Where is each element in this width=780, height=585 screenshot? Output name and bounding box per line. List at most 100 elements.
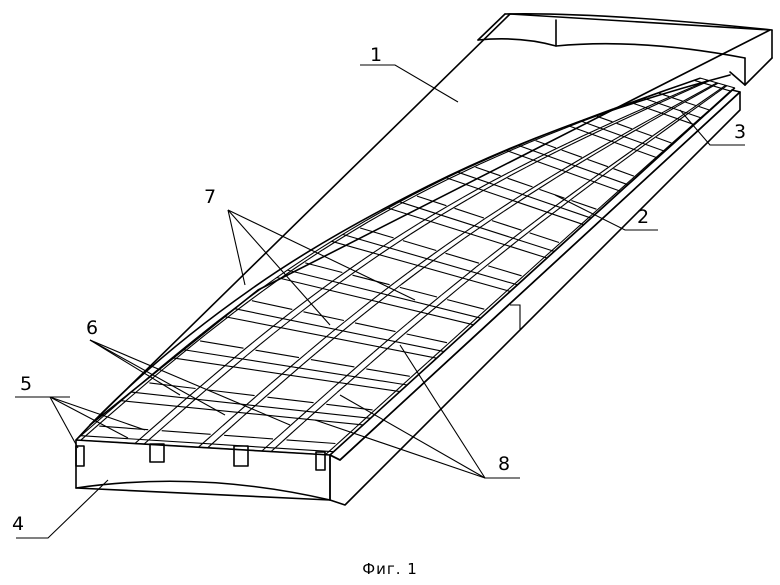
grid-rib: [244, 289, 260, 302]
grid-rib: [689, 101, 702, 111]
grid-rib: [526, 158, 542, 168]
grid-rib: [662, 142, 674, 153]
grid-rib: [693, 79, 732, 92]
grid-rib: [701, 93, 714, 103]
grid-rib: [420, 362, 432, 373]
grid-rib: [567, 135, 584, 144]
grid-rib: [329, 445, 341, 456]
grid-rib: [306, 400, 318, 412]
grid-rib: [582, 152, 597, 162]
grid-rib: [529, 134, 547, 143]
grid-rib: [447, 334, 459, 345]
grid-rib: [684, 124, 695, 135]
grid-rib: [608, 161, 622, 172]
grid-rib: [158, 356, 174, 369]
grid-rib: [219, 311, 235, 324]
grid-rib: [678, 87, 695, 96]
grid-rib: [201, 322, 217, 335]
grid-rib: [580, 115, 598, 123]
grid-rib: [529, 185, 544, 195]
grid-rib: [649, 113, 664, 123]
grid-rib: [714, 85, 728, 95]
grid-rib: [337, 230, 354, 241]
grid-rib: [674, 97, 690, 107]
grid-rib: [416, 195, 447, 207]
grid-rib: [658, 92, 670, 98]
grid-rib: [430, 353, 442, 364]
grid-rib: [643, 136, 657, 146]
grid-rib: [521, 157, 538, 167]
grid-rib: [641, 160, 653, 171]
grid-rib: [177, 345, 192, 358]
grid-rib: [131, 391, 371, 419]
grid-rib: [600, 196, 612, 207]
grid-rib: [481, 259, 495, 270]
grid-rib: [339, 436, 351, 447]
grid-rib: [336, 382, 349, 394]
grid-rib: [551, 167, 566, 177]
grid-rib: [198, 436, 211, 448]
grid-rib: [361, 351, 374, 363]
grid-rib: [518, 144, 629, 186]
grid-rib: [163, 356, 178, 370]
rib-notch: [149, 443, 165, 463]
label-4: 4: [12, 513, 24, 535]
grid-rib: [286, 439, 336, 445]
grid-rib: [529, 260, 541, 272]
grid-rib: [367, 212, 385, 223]
grid-rib: [273, 322, 288, 334]
grid-rib: [452, 199, 468, 209]
grid-rib: [633, 170, 645, 181]
grid-rib: [331, 321, 345, 333]
grid-rib: [344, 311, 358, 323]
grid-rib: [282, 362, 296, 374]
grid-rib: [503, 202, 517, 213]
grid-rib: [493, 250, 506, 261]
grid-rib: [325, 445, 336, 456]
grid-rib: [360, 417, 371, 428]
grid-rib: [647, 112, 662, 122]
grid-rib: [619, 128, 634, 137]
grid-rib: [507, 177, 533, 188]
grid-rib: [314, 401, 327, 413]
grid-rib: [414, 315, 427, 326]
grid-rib: [488, 265, 522, 277]
grid-rib: [220, 365, 235, 378]
grid-rib: [248, 290, 264, 302]
grid-rib: [349, 220, 366, 231]
grid-rib: [287, 269, 482, 319]
grid-rib: [601, 122, 618, 131]
grid-rib: [224, 434, 274, 440]
grid-rib: [131, 379, 146, 393]
grid-rib: [173, 397, 188, 410]
grid-rib: [593, 169, 606, 179]
grid-rib: [616, 115, 633, 124]
label-7: 7: [204, 186, 216, 208]
grid-rib: [522, 221, 535, 232]
grid-rib: [653, 151, 665, 162]
grid-rib: [518, 270, 530, 281]
grid-rib: [416, 362, 428, 373]
label-1: 1: [370, 44, 382, 66]
grid-rib: [121, 392, 137, 405]
grid-rib: [475, 257, 489, 268]
grid-rib: [573, 187, 587, 198]
grid-rib: [234, 404, 247, 416]
grid-rib: [488, 297, 500, 308]
grid-rib: [441, 344, 452, 355]
grid-rib: [294, 352, 308, 364]
grid-rib: [347, 372, 360, 384]
grid-rib: [445, 252, 480, 264]
grid-rib: [387, 207, 548, 259]
grid-rib: [172, 344, 188, 358]
grid-rib: [527, 134, 546, 143]
grid-rib: [647, 100, 664, 109]
grid-rib: [431, 179, 448, 188]
grid-rib: [616, 152, 630, 162]
grid-rib: [572, 225, 584, 236]
grid-rib: [655, 127, 669, 138]
grid-rib: [400, 381, 412, 392]
grid-rib: [544, 127, 563, 136]
grid-rib: [200, 340, 244, 349]
grid-rib: [303, 311, 345, 322]
